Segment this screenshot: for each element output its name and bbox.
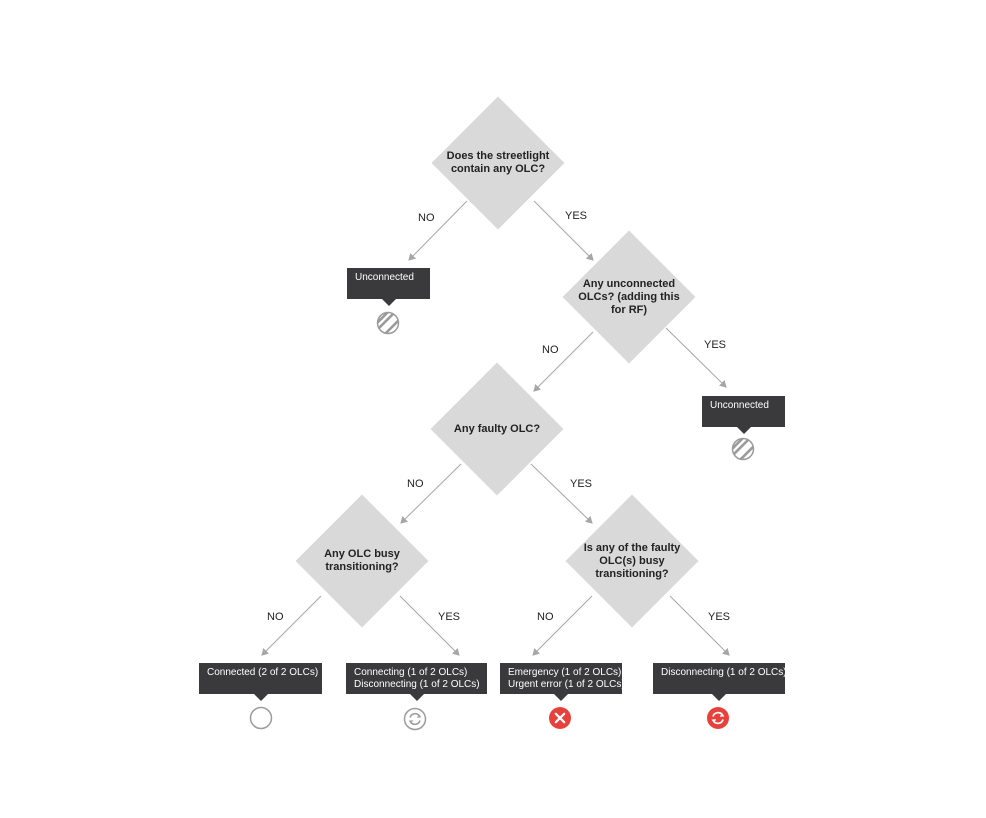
result-text: Unconnected xyxy=(355,272,414,283)
unconnected-striped-icon xyxy=(731,437,755,461)
connector-d1-no xyxy=(408,200,468,261)
edge-label-d1-yes: YES xyxy=(565,210,588,222)
edge-label-d3-yes: YES xyxy=(570,478,593,490)
connector-d2-yes xyxy=(665,327,727,388)
result-tooltip-disconnecting: Disconnecting (1 of 2 OLCs) xyxy=(653,663,787,701)
error-sync-icon xyxy=(707,707,729,729)
error-x-icon xyxy=(549,707,571,729)
connector-d5-no xyxy=(532,595,593,656)
result-text: Connecting (1 of 2 OLCs) xyxy=(354,667,468,678)
edge-label-d1-no: NO xyxy=(418,212,435,224)
result-text: Connected (2 of 2 OLCs) xyxy=(207,667,319,678)
connector-d2-no xyxy=(533,331,594,392)
unconnected-striped-icon xyxy=(376,311,400,335)
edge-label-d4-yes: YES xyxy=(438,611,461,623)
decision-label-olc-busy: Any OLC busy transitioning? xyxy=(324,548,400,573)
edge-label-d5-yes: YES xyxy=(708,611,731,623)
result-tooltip-emergency-urgent: Emergency (1 of 2 OLCs) Urgent error (1 … xyxy=(500,663,625,701)
decision-label-faulty-olc: Any faulty OLC? xyxy=(453,422,541,435)
connector-d5-yes xyxy=(669,595,730,656)
result-text: Disconnecting (1 of 2 OLCs) xyxy=(661,667,787,678)
edge-label-d3-no: NO xyxy=(407,478,424,490)
connector-d4-no xyxy=(261,595,322,656)
connector-d3-no xyxy=(400,463,462,524)
result-text: Disconnecting (1 of 2 OLCs) xyxy=(354,679,480,690)
decision-label-faulty-busy: Is any of the faulty OLC(s) busy transit… xyxy=(583,541,681,580)
edge-label-d4-no: NO xyxy=(267,611,284,623)
edge-label-d2-yes: YES xyxy=(704,339,727,351)
result-text: Urgent error (1 of 2 OLCs) xyxy=(508,679,625,690)
result-tooltip-connected: Connected (2 of 2 OLCs) xyxy=(199,663,322,701)
connected-circle-icon xyxy=(249,706,273,730)
result-tooltip-unconnected-left: Unconnected xyxy=(347,268,430,306)
result-tooltip-unconnected-right: Unconnected xyxy=(702,396,785,434)
connector-d3-yes xyxy=(530,463,593,524)
decision-label-unconnected-olcs: Any unconnected OLCs? (adding this for R… xyxy=(578,277,680,316)
connector-d1-yes xyxy=(533,200,594,261)
decision-label-streetlight-olc: Does the streetlight contain any OLC? xyxy=(446,150,550,175)
edge-label-d5-no: NO xyxy=(537,611,554,623)
transitioning-sync-icon xyxy=(403,707,427,731)
result-text: Unconnected xyxy=(710,400,769,411)
connector-d4-yes xyxy=(399,595,460,656)
result-tooltip-connecting-disconnecting: Connecting (1 of 2 OLCs) Disconnecting (… xyxy=(346,663,487,701)
edge-label-d2-no: NO xyxy=(542,344,559,356)
result-text: Emergency (1 of 2 OLCs) xyxy=(508,667,622,678)
